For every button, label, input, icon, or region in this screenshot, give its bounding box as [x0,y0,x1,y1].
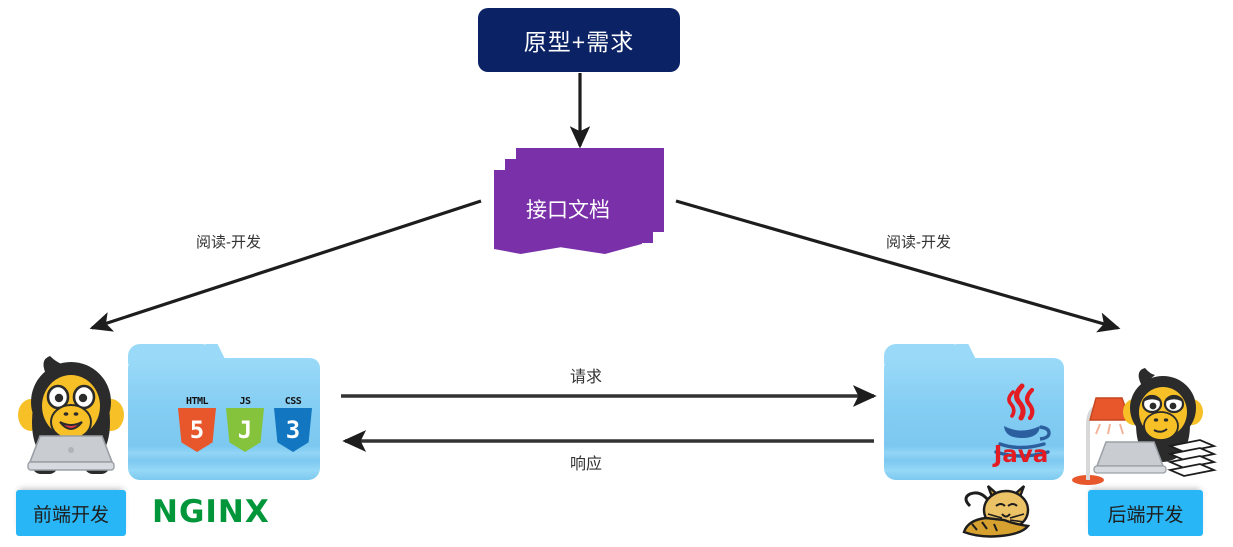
backend-tech-folder[interactable]: Java [884,344,1064,480]
css3-badge: CSS 3 [274,396,312,452]
prototype-requirements-label: 原型+需求 [523,29,635,55]
js-caption: JS [239,396,251,407]
web-tech-badge-group: HTML 5 JS J CSS 3 [178,396,312,452]
js-shield: J [226,408,264,452]
interface-docs-label: 接口文档 [526,199,610,222]
frontend-role-chip[interactable]: 前端开发 [16,490,126,536]
edge-label-docs-to-backend: 阅读-开发 [886,234,951,251]
interface-docs-node[interactable]: 接口文档 [494,148,664,258]
html5-badge: HTML 5 [178,396,216,452]
edge-label-response: 响应 [570,456,603,473]
frontend-monkey-with-laptop-icon [18,356,124,474]
prototype-requirements-box[interactable]: 原型+需求 [478,8,680,72]
backend-monkey-with-lamp-icon [1072,368,1218,485]
frontend-tech-folder[interactable]: HTML 5 JS J CSS 3 [128,344,320,480]
arrow-docs-to-backend [675,199,1121,333]
js-badge: JS J [226,396,264,452]
doc-stack-layer-front [494,170,642,254]
java-wordmark: Java [993,442,1049,468]
folder-body [884,358,1064,480]
css3-shield: 3 [274,408,312,452]
html5-caption: HTML [185,396,209,407]
tomcat-logo-icon [962,485,1031,538]
backend-role-chip[interactable]: 后端开发 [1088,490,1203,536]
html5-shield: 5 [178,408,216,452]
arrow-docs-to-frontend [89,199,482,332]
edge-label-request: 请求 [570,369,603,386]
java-logo-icon [994,383,1051,458]
frontend-role-label: 前端开发 [32,504,109,526]
css3-caption: CSS [284,396,302,407]
backend-role-label: 后端开发 [1107,504,1184,526]
edge-label-docs-to-frontend: 阅读-开发 [196,234,261,251]
nginx-wordmark: NGINX [152,494,270,530]
